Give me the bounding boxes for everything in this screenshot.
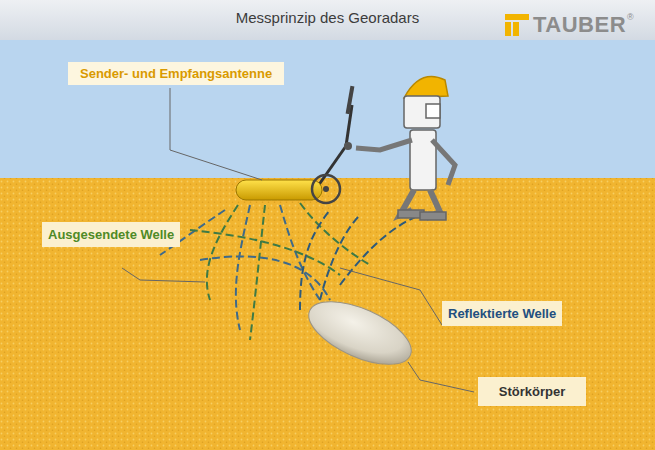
obstacle [300, 289, 420, 378]
label-text: Reflektierte Welle [448, 305, 556, 322]
label-text: Ausgesendete Welle [48, 226, 174, 243]
company-logo: TAUBER® [533, 12, 634, 38]
label-text: Störkörper [484, 383, 580, 400]
title-band [0, 0, 655, 40]
robot-operator [356, 77, 455, 220]
logo-text: TAUBER [533, 12, 626, 38]
label-text: Sender- und Empfangsantenne [80, 65, 272, 82]
antenna-label: Sender- und Empfangsantenne [68, 62, 284, 85]
obstacle-label: Störkörper [478, 377, 586, 406]
registered-mark: ® [627, 12, 634, 22]
sky [0, 0, 655, 178]
ground [0, 178, 655, 450]
logo-mark [505, 14, 529, 36]
emitted-wave-label: Ausgesendete Welle [42, 222, 180, 247]
gpr-device [236, 86, 354, 203]
reflected-wave-label: Reflektierte Welle [442, 301, 562, 326]
